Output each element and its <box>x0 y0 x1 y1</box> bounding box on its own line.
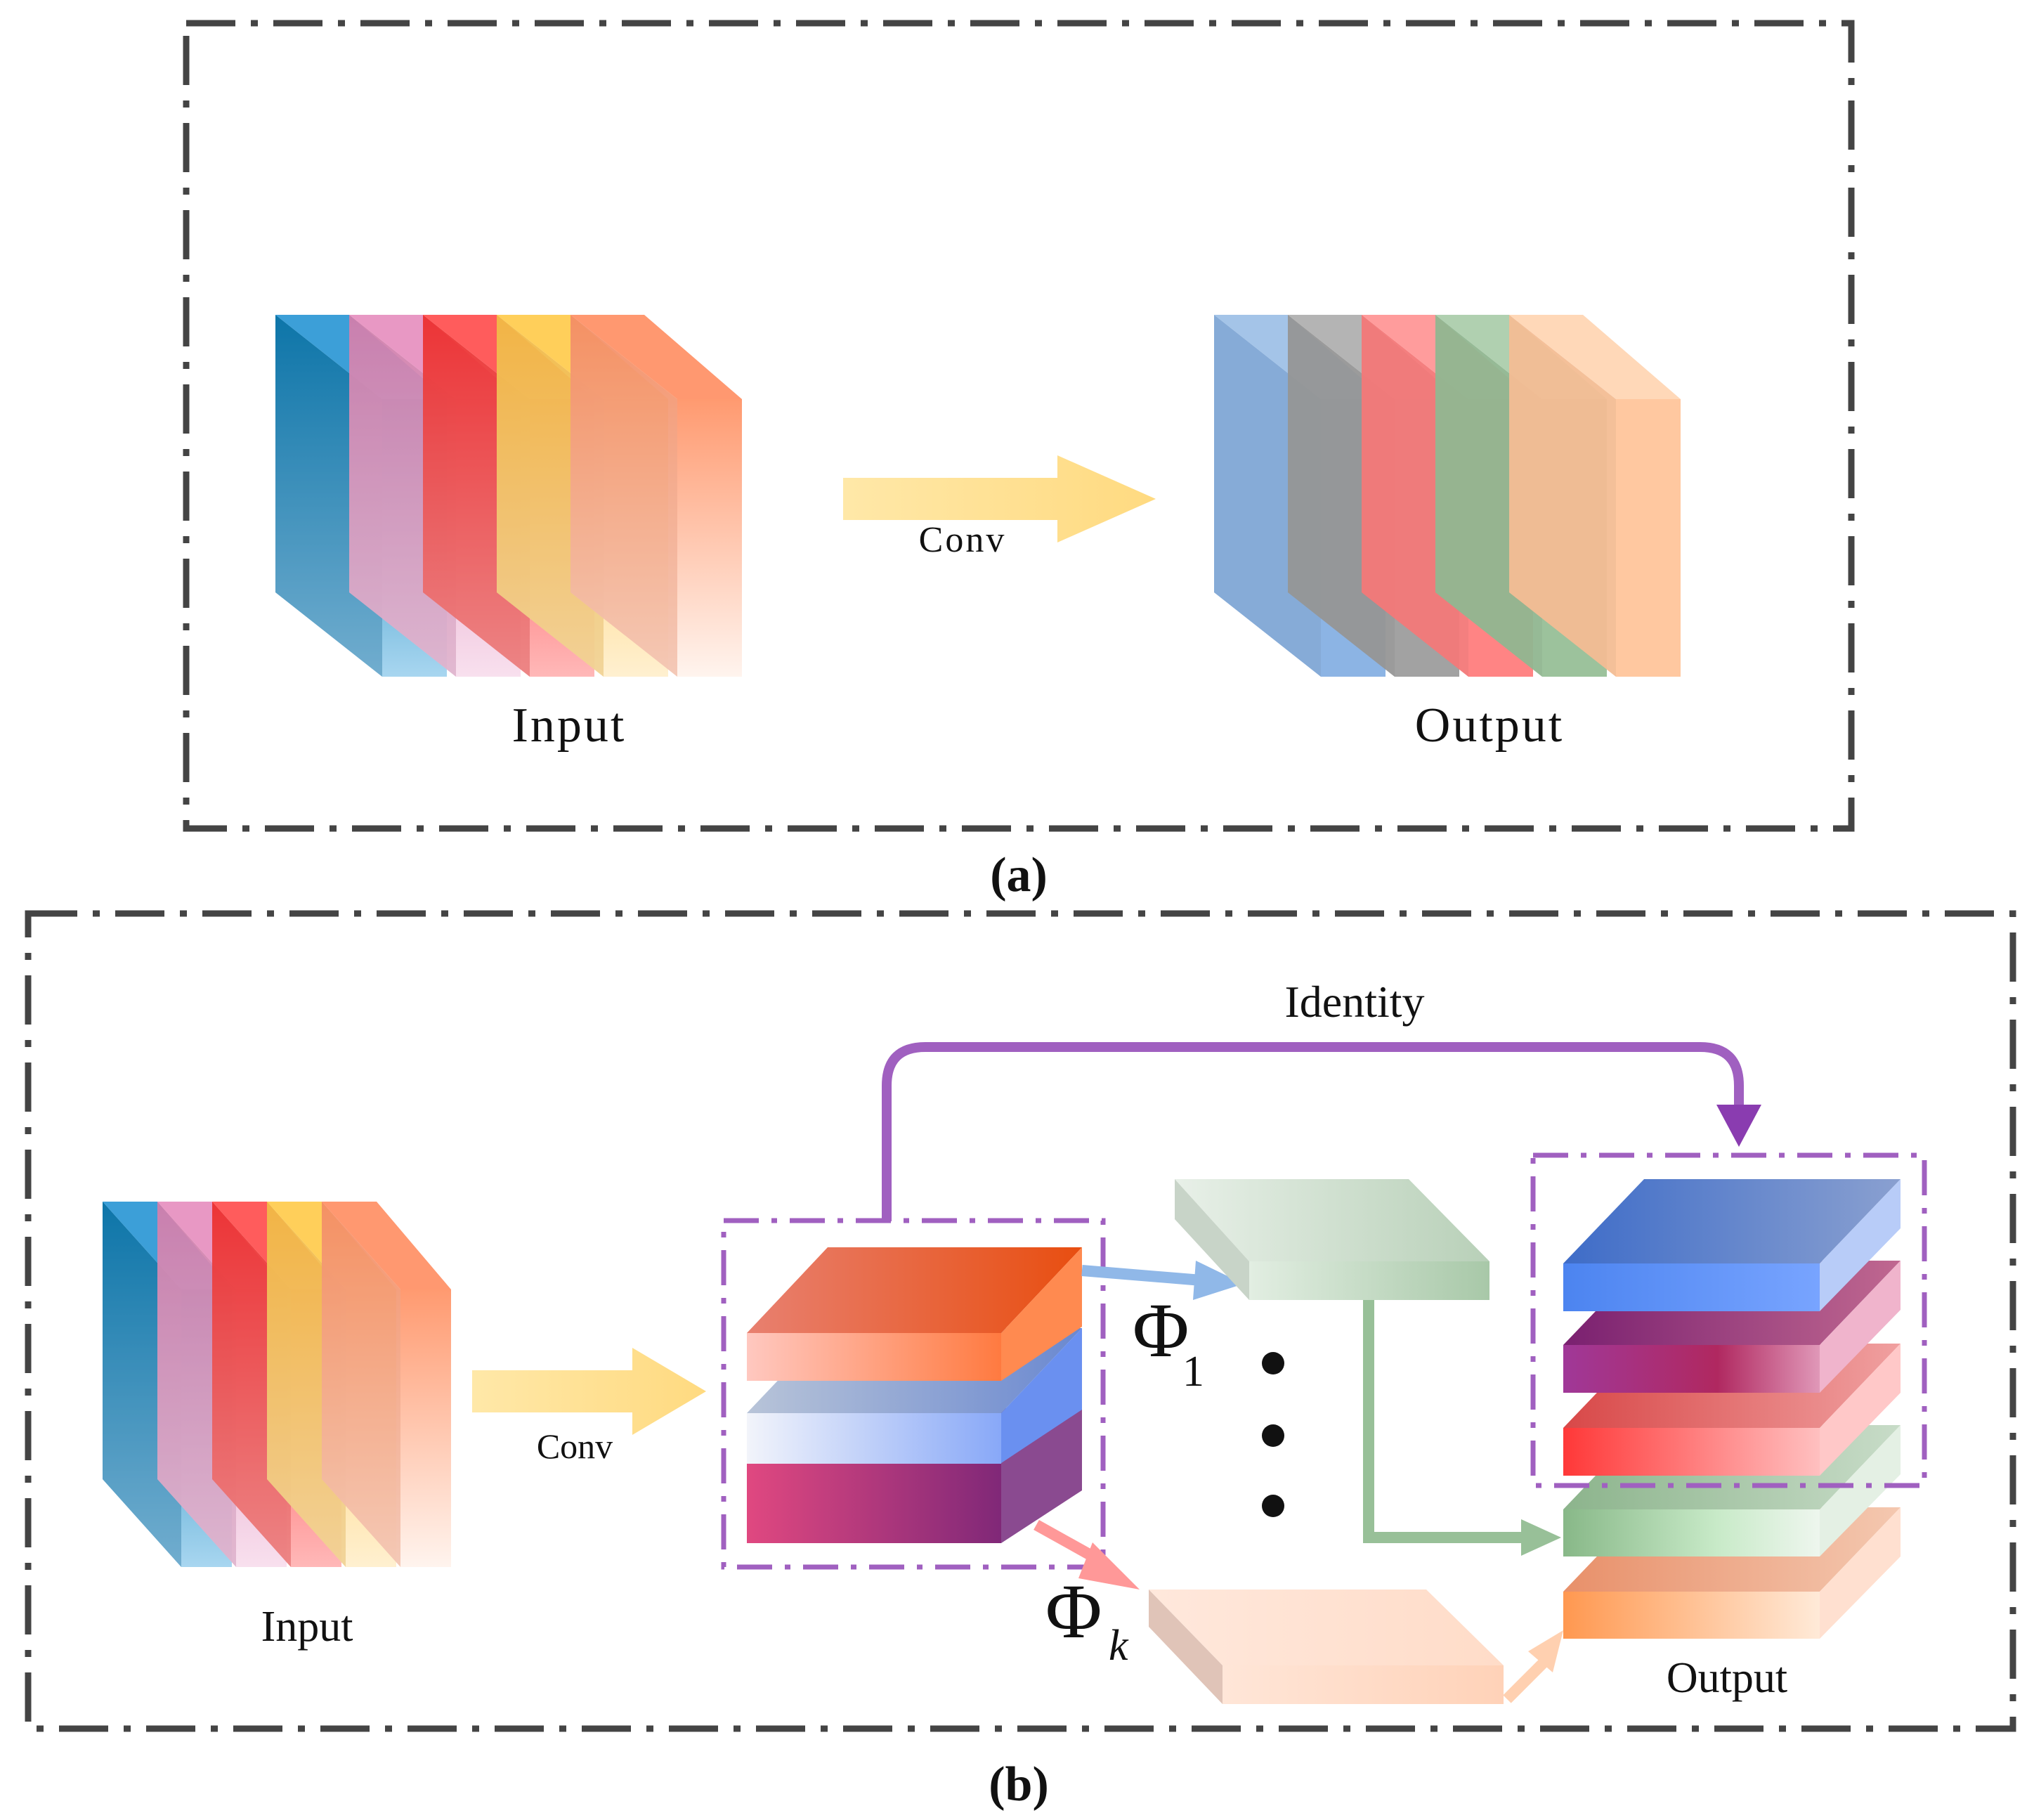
input-feature-stack-b <box>103 1202 451 1567</box>
caption-a: (a) <box>990 848 1048 902</box>
intermediate-box <box>721 1218 1106 1570</box>
plate-orange <box>747 1247 1082 1381</box>
panel-b-border <box>25 910 2016 1732</box>
out-plate-blue <box>1563 1179 1901 1311</box>
output-box <box>1530 1152 1927 1488</box>
input-label: Input <box>512 698 627 753</box>
panel-a-border <box>183 20 1855 832</box>
conv-arrow <box>843 455 1156 542</box>
output-feature-stack <box>1214 315 1681 677</box>
plate-green-cheap <box>1175 1179 1489 1300</box>
conv-label-b: Conv <box>537 1426 613 1466</box>
input-slab-orange <box>571 315 742 677</box>
panel-b: Input Conv Identity <box>25 910 2016 1732</box>
phik-arrow <box>1034 1520 1140 1590</box>
phi-1-subscript: 1 <box>1182 1348 1204 1396</box>
peach-arrow <box>1503 1630 1563 1703</box>
b-input-slab-orange <box>322 1202 451 1567</box>
identity-arrow <box>882 1042 1761 1221</box>
output-stack-b <box>1563 1179 1901 1639</box>
conv-arrow-b <box>472 1348 706 1435</box>
green-arrow <box>1363 1300 1561 1556</box>
phi-k-symbol: Φ <box>1045 1568 1102 1654</box>
identity-label: Identity <box>1284 977 1424 1027</box>
phi-1-symbol: Φ <box>1133 1287 1189 1373</box>
input-label-b: Input <box>261 1603 353 1651</box>
phi1-arrow <box>1081 1261 1244 1300</box>
panel-a: Conv Input Output <box>183 20 1855 832</box>
intermediate-stack <box>747 1247 1082 1543</box>
output-label-b: Output <box>1667 1654 1787 1702</box>
conv-label: Conv <box>919 520 1007 560</box>
caption-b: (b) <box>989 1757 1049 1812</box>
output-label: Output <box>1415 698 1564 753</box>
output-slab-peach <box>1509 315 1681 677</box>
plate-peach-cheap <box>1149 1590 1504 1704</box>
input-feature-stack <box>275 315 742 677</box>
phi-k-subscript: k <box>1109 1622 1129 1670</box>
ellipsis-dots <box>1262 1352 1284 1517</box>
